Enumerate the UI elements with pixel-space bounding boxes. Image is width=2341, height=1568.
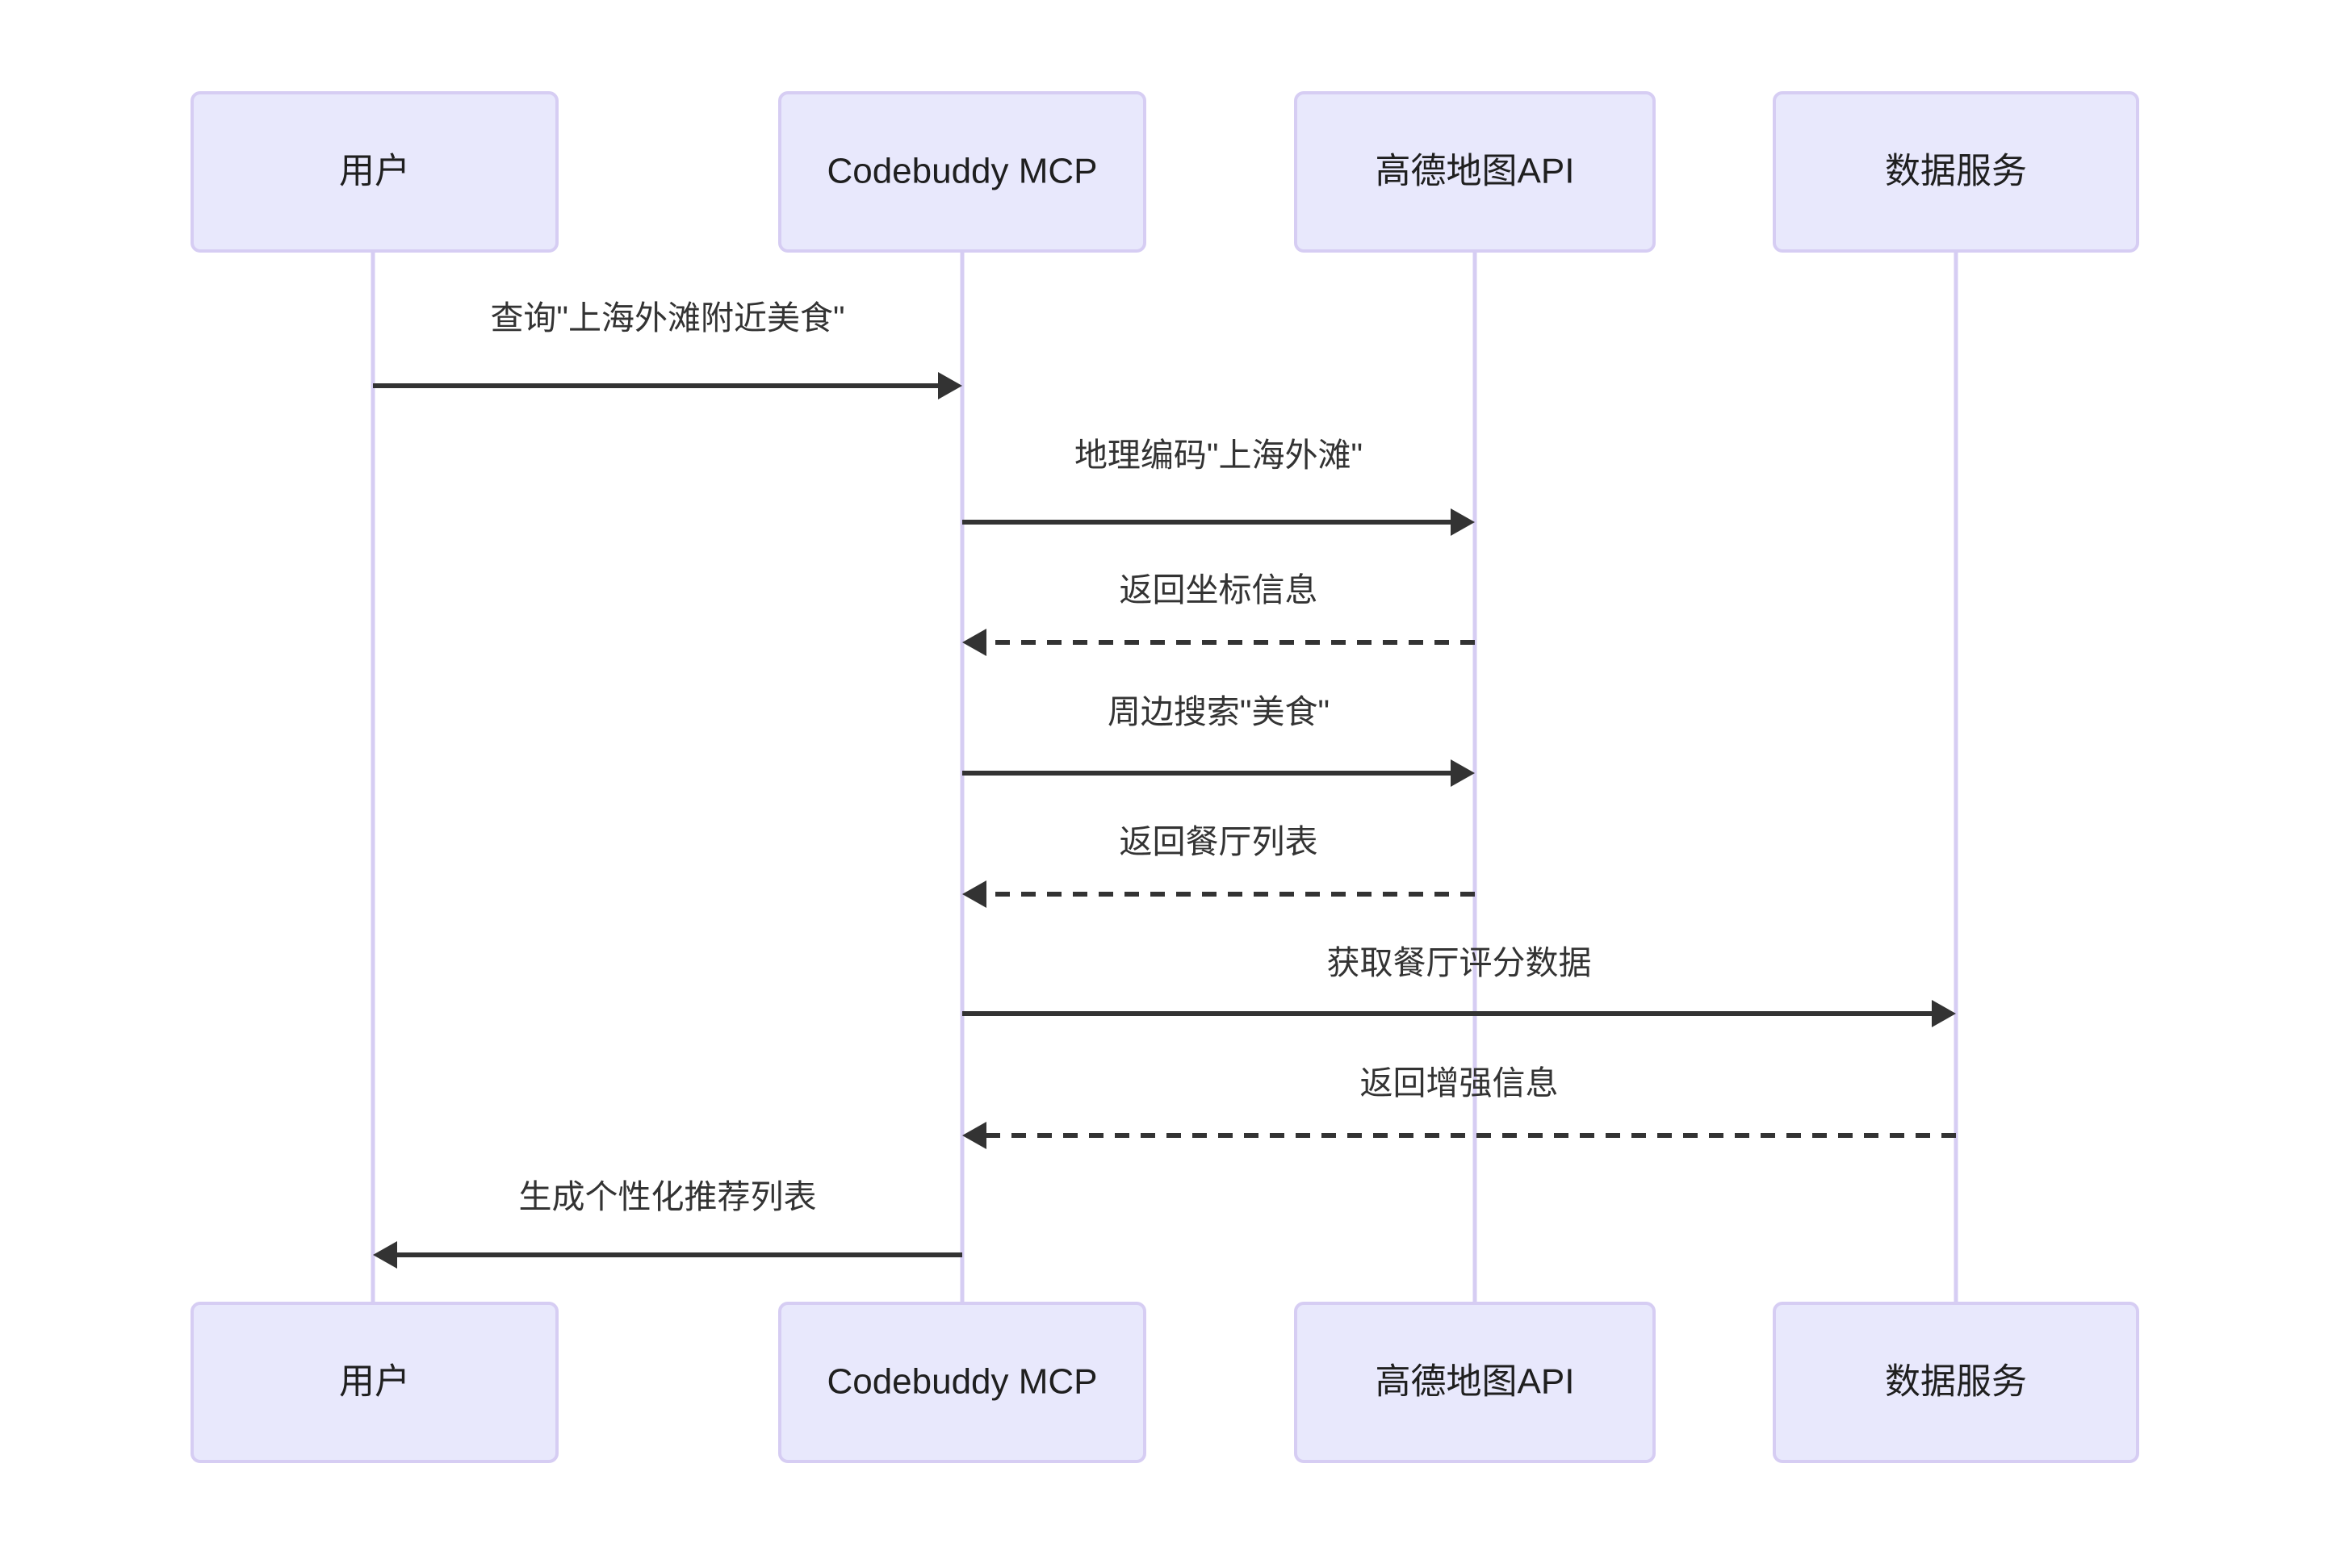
actor-box-top-dataservice[interactable] <box>1773 91 2139 253</box>
message-label-4: 周边搜索"美食" <box>1108 693 1330 730</box>
actor-box-top-amap[interactable] <box>1294 91 1656 253</box>
lifelines-group <box>371 251 1958 1303</box>
bottom-actors-group: 用户 Codebuddy MCP 高德地图API 数据服务 <box>191 1302 2139 1463</box>
actor-label-top-mcp: Codebuddy MCP <box>827 152 1097 191</box>
message-arrowhead-8 <box>373 1241 397 1269</box>
actor-box-bottom-user[interactable] <box>191 1302 559 1463</box>
actor-label-bottom-user: 用户 <box>339 1362 410 1402</box>
message-label-8: 生成个性化推荐列表 <box>519 1178 817 1215</box>
message-arrowhead-4 <box>1451 759 1475 787</box>
actor-label-bottom-amap: 高德地图API <box>1376 1362 1575 1402</box>
message-arrowhead-6 <box>1932 1000 1956 1027</box>
message-arrowhead-1 <box>938 372 962 399</box>
actor-box-bottom-dataservice[interactable] <box>1773 1302 2139 1463</box>
message-label-6: 获取餐厅评分数据 <box>1327 944 1592 981</box>
actor-label-top-amap: 高德地图API <box>1376 152 1575 191</box>
actor-box-top-user[interactable] <box>191 91 559 253</box>
message-arrowhead-5 <box>962 880 986 908</box>
message-label-2: 地理编码"上海外滩" <box>1074 437 1363 474</box>
actor-box-top-mcp[interactable] <box>778 91 1146 253</box>
message-arrowhead-3 <box>962 629 986 656</box>
actor-box-bottom-amap[interactable] <box>1294 1302 1656 1463</box>
actor-label-top-user: 用户 <box>339 152 410 191</box>
message-arrowhead-2 <box>1451 508 1475 536</box>
actor-label-bottom-mcp: Codebuddy MCP <box>827 1362 1097 1402</box>
message-arrowhead-7 <box>962 1122 986 1149</box>
message-label-5: 返回餐厅列表 <box>1120 823 1318 860</box>
actor-box-bottom-mcp[interactable] <box>778 1302 1146 1463</box>
actor-label-bottom-dataservice: 数据服务 <box>1885 1362 2027 1402</box>
message-label-1: 查询"上海外滩附近美食" <box>490 299 844 337</box>
actor-label-top-dataservice: 数据服务 <box>1885 152 2027 191</box>
message-label-3: 返回坐标信息 <box>1120 571 1318 608</box>
message-label-7: 返回增强信息 <box>1360 1064 1559 1102</box>
top-actors-group: 用户 Codebuddy MCP 高德地图API 数据服务 <box>191 91 2139 253</box>
